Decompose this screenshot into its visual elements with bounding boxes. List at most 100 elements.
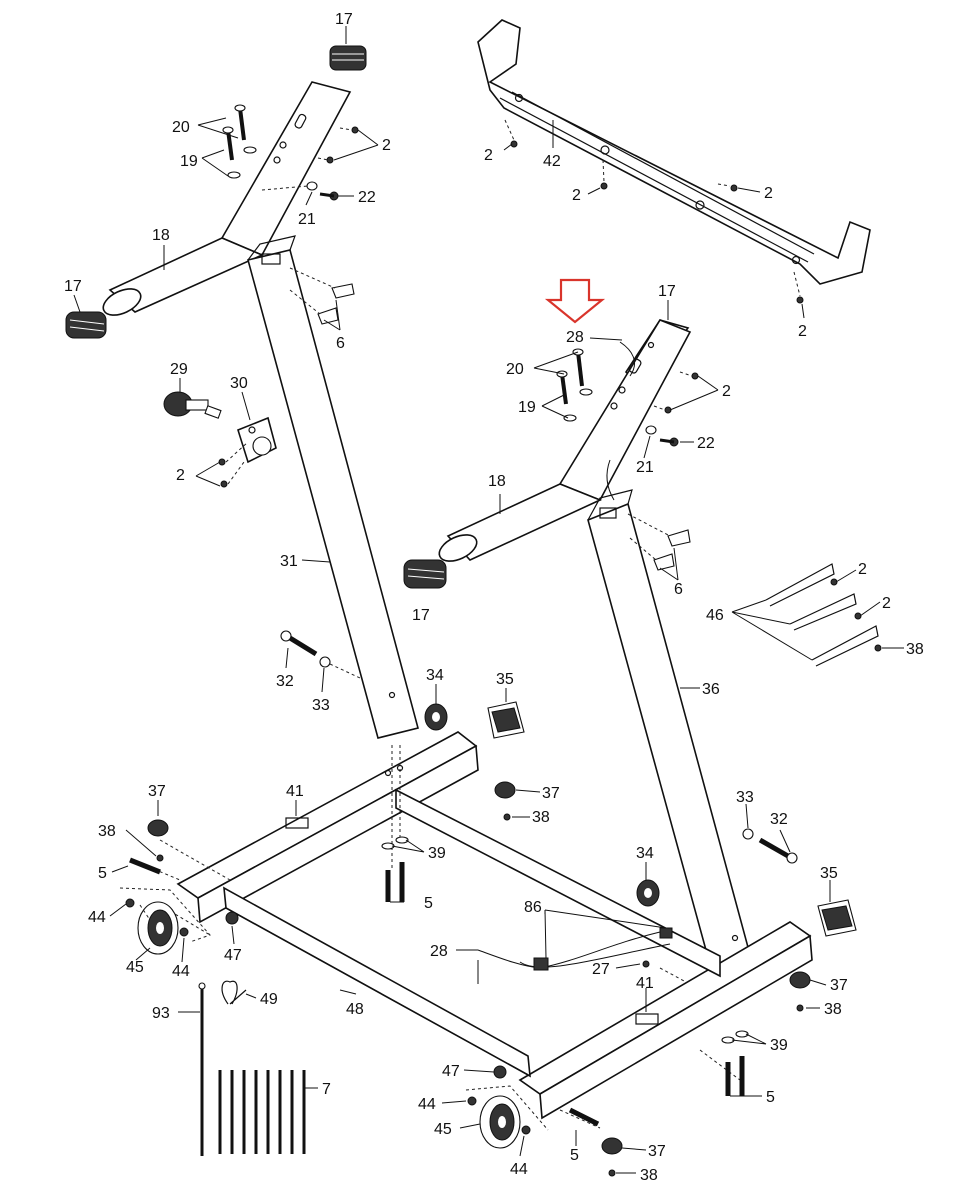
callout-label: 45 [434, 1121, 452, 1138]
callout-label: 46 [706, 607, 724, 624]
callout-label: 44 [510, 1161, 528, 1178]
knob-bracket-30 [218, 416, 277, 488]
callout-label: 20 [506, 361, 524, 378]
callout-label: 5 [424, 895, 433, 912]
callout-label: 7 [322, 1081, 331, 1098]
end-cap-handle-right [403, 559, 447, 589]
callout-arrow-red [544, 278, 606, 324]
callout-label: 17 [658, 283, 676, 300]
wheel-45-left [137, 901, 179, 955]
callout-label: 37 [648, 1143, 666, 1160]
callout-label: 39 [770, 1037, 788, 1054]
callout-label: 5 [766, 1089, 775, 1106]
callout-label: 2 [572, 187, 581, 204]
wire-covers-46 [731, 563, 882, 667]
callout-label: 21 [636, 459, 654, 476]
callout-label: 48 [346, 1001, 364, 1018]
callout-label: 32 [770, 811, 788, 828]
bolts-5-b [385, 862, 405, 902]
callout-label: 47 [442, 1063, 460, 1080]
callout-label: 86 [524, 899, 542, 916]
inner-crossmember [395, 788, 721, 978]
callout-label: 38 [824, 1001, 842, 1018]
foot-37-d [601, 1137, 623, 1177]
foot-37-b [494, 781, 516, 821]
callout-label: 28 [566, 329, 584, 346]
callout-label: 2 [858, 561, 867, 578]
foot-37-a [147, 819, 169, 862]
base-frame [131, 731, 813, 1129]
callout-label: 33 [312, 697, 330, 714]
callout-label: 31 [280, 553, 298, 570]
callout-label: 22 [358, 189, 376, 206]
bolt-5-d [568, 1107, 600, 1127]
handle-tube-18-right [446, 483, 603, 561]
callout-label: 17 [412, 607, 430, 624]
callout-label: 28 [430, 943, 448, 960]
pop-pin-knob-29 [163, 391, 222, 419]
base-hardware [119, 781, 811, 1177]
callout-label: 33 [736, 789, 754, 806]
callout-label: 2 [382, 137, 391, 154]
bolts-7 [218, 1070, 306, 1154]
callout-label: 41 [636, 975, 654, 992]
callout-label: 47 [224, 947, 242, 964]
callout-label: 2 [882, 595, 891, 612]
callout-label: 37 [542, 785, 560, 802]
callout-labels: 17 17 17 17 20 19 2 22 21 18 6 29 30 2 3… [64, 11, 924, 1184]
callout-label: 20 [172, 119, 190, 136]
foot-37-c [789, 971, 811, 1012]
side-rail-48 [223, 886, 531, 1078]
bolt-22-right [645, 425, 679, 447]
brackets-6-left [289, 267, 355, 325]
roller-34-right [636, 879, 660, 907]
callout-label: 45 [126, 959, 144, 976]
callout-label: 19 [180, 153, 198, 170]
callout-label: 17 [335, 11, 353, 28]
callout-label: 49 [260, 991, 278, 1008]
crossbar-bracket-42 [477, 19, 871, 304]
callout-label: 44 [418, 1096, 436, 1113]
callout-label: 32 [276, 673, 294, 690]
callout-label: 5 [570, 1147, 579, 1164]
wheel-45-right [479, 1095, 521, 1149]
callout-label: 19 [518, 399, 536, 416]
cable-tie-93 [198, 982, 206, 1156]
end-bracket-35-left [487, 701, 525, 739]
callout-label: 2 [484, 147, 493, 164]
callout-label: 37 [148, 783, 166, 800]
callout-label: 38 [532, 809, 550, 826]
callout-label: 38 [906, 641, 924, 658]
upright-31 [247, 249, 419, 739]
callout-label: 35 [496, 671, 514, 688]
callout-label: 42 [543, 153, 561, 170]
left-upright-assembly [65, 45, 525, 739]
callout-label: 21 [298, 211, 316, 228]
roller-34-left [424, 703, 448, 731]
bolt-22-left [261, 181, 339, 201]
callout-label: 29 [170, 361, 188, 378]
callout-label: 18 [488, 473, 506, 490]
callout-label: 34 [636, 845, 654, 862]
bolts-5-c [725, 1056, 745, 1096]
callout-label: 2 [722, 383, 731, 400]
callout-label: 44 [88, 909, 106, 926]
screws-2-left-top [317, 126, 359, 164]
callout-leaders [73, 26, 904, 1174]
callout-label: 41 [286, 783, 304, 800]
handle-tube-18-left [108, 237, 264, 313]
bolts-20-left [222, 104, 257, 179]
callout-label: 2 [176, 467, 185, 484]
callout-label: 5 [98, 865, 107, 882]
callout-label: 93 [152, 1005, 170, 1022]
callout-label: 2 [798, 323, 807, 340]
callout-label: 6 [336, 335, 345, 352]
end-bracket-35-right [817, 899, 857, 937]
callout-label: 37 [830, 977, 848, 994]
screws-2-right-top [653, 371, 699, 414]
callout-label: 44 [172, 963, 190, 980]
bolt-32-left [280, 630, 361, 679]
callout-label: 38 [98, 823, 116, 840]
bolt-32-right [742, 828, 798, 864]
